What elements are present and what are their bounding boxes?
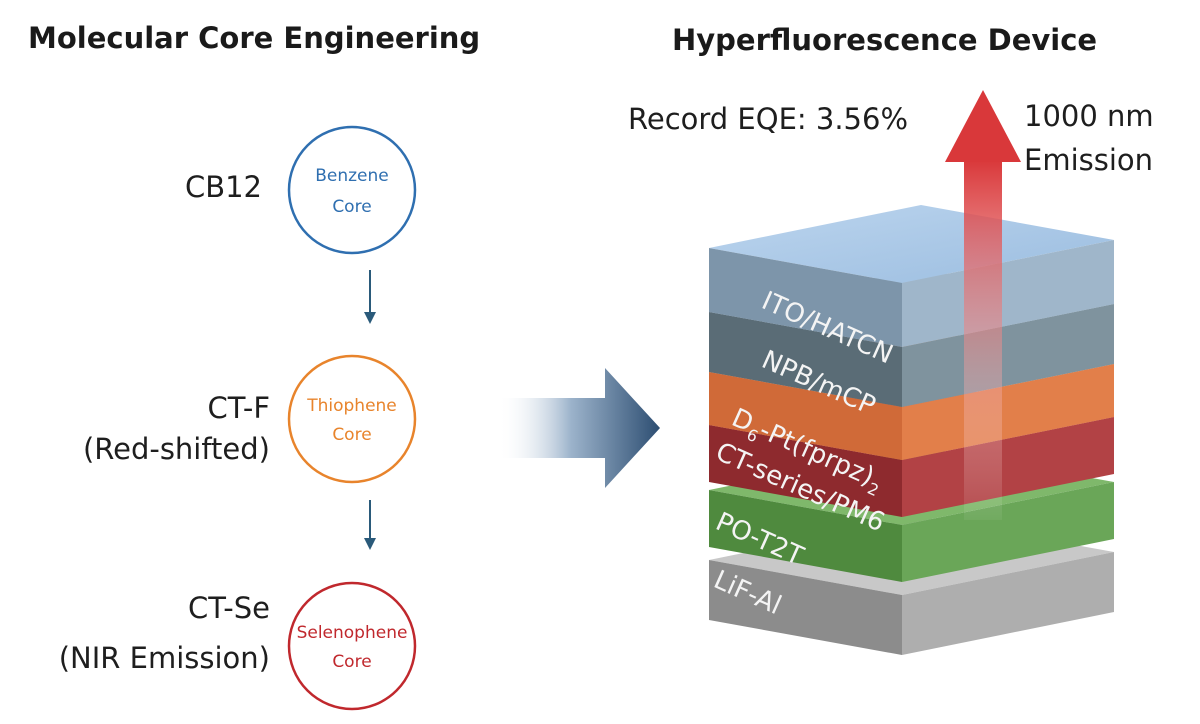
stage-ctse-note: (NIR Emission) [59, 641, 270, 675]
down-arrow-2 [364, 500, 376, 550]
thiophene-core-circle [287, 354, 417, 484]
down-arrow-1 [364, 270, 376, 324]
benzene-core-line1: Benzene [315, 166, 389, 186]
selenophene-core-line2: Core [332, 652, 371, 672]
thiophene-core-line1: Thiophene [306, 396, 397, 416]
big-right-arrow [498, 368, 660, 488]
selenophene-core-circle [287, 581, 417, 711]
right-panel-title: Hyperfluorescence Device [672, 23, 1097, 57]
layer-ito-hatcn [709, 205, 1114, 347]
stage-ctse-label: CT-Se [188, 591, 270, 625]
stage-ctf-label: CT-F [208, 391, 270, 425]
left-panel-title: Molecular Core Engineering [28, 21, 480, 55]
stage-ctf-note: (Red-shifted) [83, 432, 270, 466]
stage-cb12-label: CB12 [185, 170, 262, 204]
selenophene-core-line1: Selenophene [297, 623, 408, 643]
benzene-core-line2: Core [332, 197, 371, 217]
record-eqe-label: Record EQE: 3.56% [628, 102, 908, 136]
thiophene-core-line2: Core [332, 425, 371, 445]
benzene-core-circle [287, 125, 417, 255]
emission-wavelength-label: 1000 nm [1024, 99, 1154, 133]
emission-label: Emission [1024, 143, 1153, 177]
emission-arrow [945, 90, 1021, 520]
